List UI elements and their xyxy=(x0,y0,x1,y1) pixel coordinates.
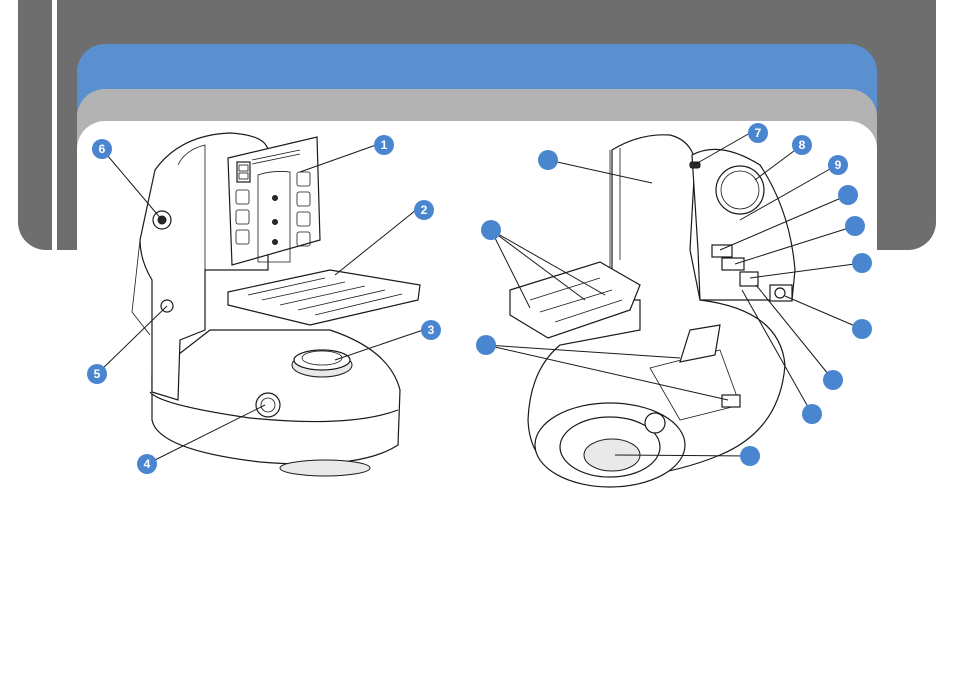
left-device-drawing xyxy=(132,133,420,476)
svg-text:5: 5 xyxy=(94,367,101,381)
callout-8: 8 xyxy=(792,135,812,155)
callout-unlabeled-d xyxy=(838,185,858,205)
callout-unlabeled-b xyxy=(481,220,501,240)
svg-text:2: 2 xyxy=(421,203,428,217)
callout-6: 6 xyxy=(92,139,112,159)
callout-unlabeled-c xyxy=(476,335,496,355)
callout-1: 1 xyxy=(374,135,394,155)
svg-text:8: 8 xyxy=(799,138,806,152)
callout-unlabeled-g xyxy=(852,319,872,339)
callout-unlabeled-a xyxy=(538,150,558,170)
callout-3: 3 xyxy=(421,320,441,340)
right-device-drawing xyxy=(510,135,795,487)
callout-unlabeled-f xyxy=(852,253,872,273)
svg-text:4: 4 xyxy=(144,457,151,471)
callout-9: 9 xyxy=(828,155,848,175)
callout-unlabeled-i xyxy=(802,404,822,424)
callout-unlabeled-e xyxy=(845,216,865,236)
callout-4: 4 xyxy=(137,454,157,474)
svg-text:3: 3 xyxy=(428,323,435,337)
svg-text:9: 9 xyxy=(835,158,842,172)
svg-text:6: 6 xyxy=(99,142,106,156)
svg-text:7: 7 xyxy=(755,126,762,140)
callout-7: 7 xyxy=(748,123,768,143)
callout-2: 2 xyxy=(414,200,434,220)
callout-5: 5 xyxy=(87,364,107,384)
svg-text:1: 1 xyxy=(381,138,388,152)
callout-unlabeled-j xyxy=(740,446,760,466)
callout-unlabeled-h xyxy=(823,370,843,390)
